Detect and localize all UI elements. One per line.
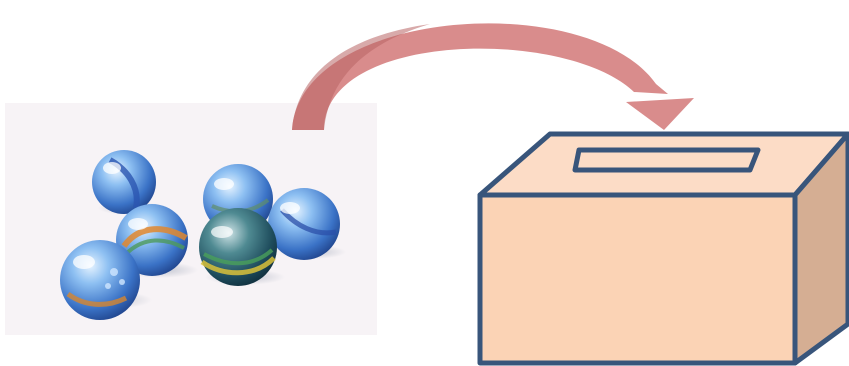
marble xyxy=(268,188,340,260)
box-front xyxy=(480,195,795,363)
arrow-head xyxy=(626,98,694,130)
marbles-photo xyxy=(5,103,377,335)
marble xyxy=(92,150,156,214)
box-slot xyxy=(575,150,758,170)
marble xyxy=(199,208,277,286)
marble xyxy=(60,240,140,320)
slotted-box xyxy=(480,134,848,363)
